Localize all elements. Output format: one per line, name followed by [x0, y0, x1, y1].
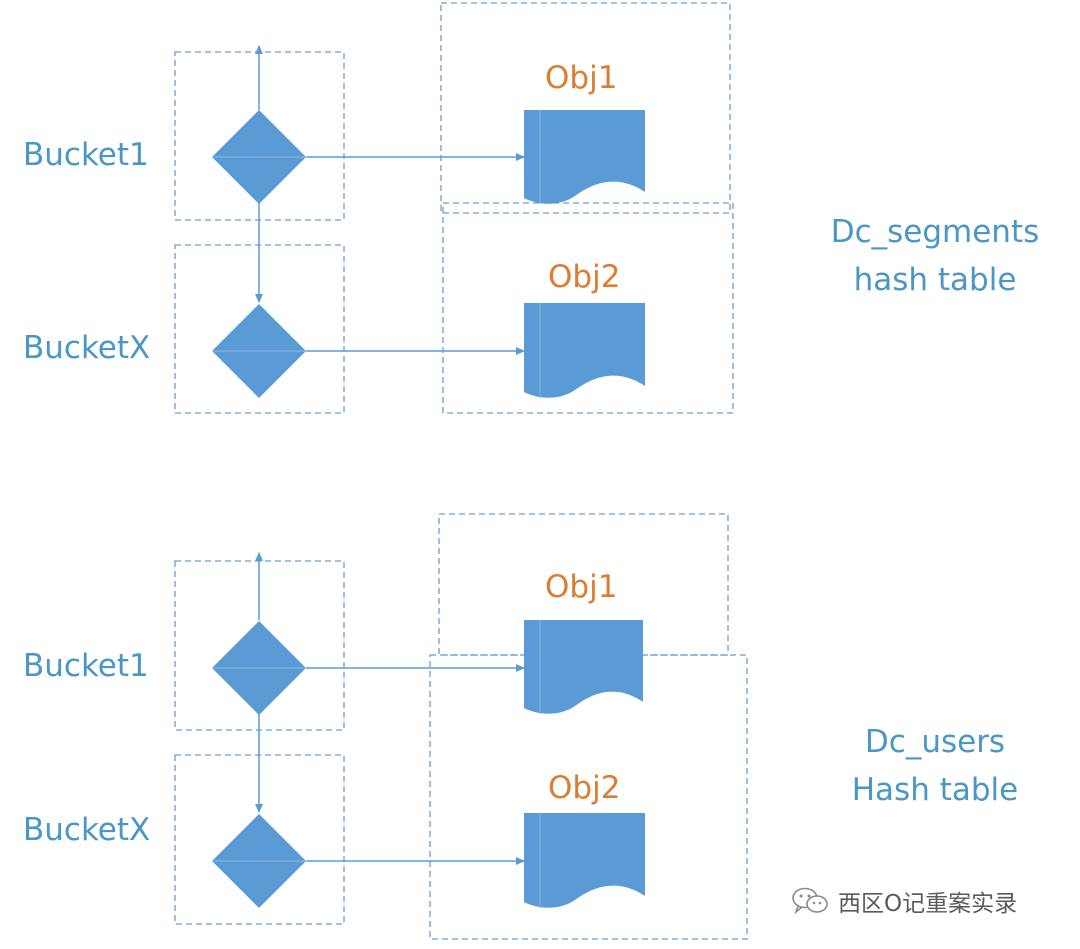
obj1-label: Obj1 [545, 60, 618, 96]
obj2-document-icon [524, 303, 645, 398]
table-label-dc-segments: Dc_segments hash table [822, 208, 1048, 304]
wechat-icon [792, 887, 828, 915]
watermark-text: 西区O记重案实录 [838, 891, 1018, 917]
table-label-line-1: Dc_users [864, 724, 1006, 760]
diagram-dc-users [174, 513, 748, 940]
bucket1-label: Bucket1 [23, 648, 149, 684]
bucketx-label: BucketX [23, 812, 151, 848]
bucketx-label: BucketX [23, 330, 151, 366]
obj2-label: Obj2 [548, 259, 621, 295]
diagram-dc-segments [174, 2, 734, 414]
obj1-document-icon [524, 110, 645, 204]
obj2-container [429, 654, 748, 940]
watermark: 西区O记重案实录 [790, 884, 1017, 918]
obj2-container [442, 202, 734, 414]
table-label-line-1: Dc_segments [830, 214, 1040, 250]
table-label-line-2: Hash table [851, 772, 1019, 809]
table-label-dc-users: Dc_users Hash table [822, 718, 1048, 814]
table-label-line-2: hash table [853, 262, 1017, 299]
obj1-container [440, 2, 731, 214]
obj2-label: Obj2 [548, 770, 621, 806]
obj1-label: Obj1 [545, 569, 618, 605]
obj1-document-icon [524, 620, 643, 714]
obj2-document-icon [524, 813, 645, 908]
bucket1-label: Bucket1 [23, 137, 149, 173]
